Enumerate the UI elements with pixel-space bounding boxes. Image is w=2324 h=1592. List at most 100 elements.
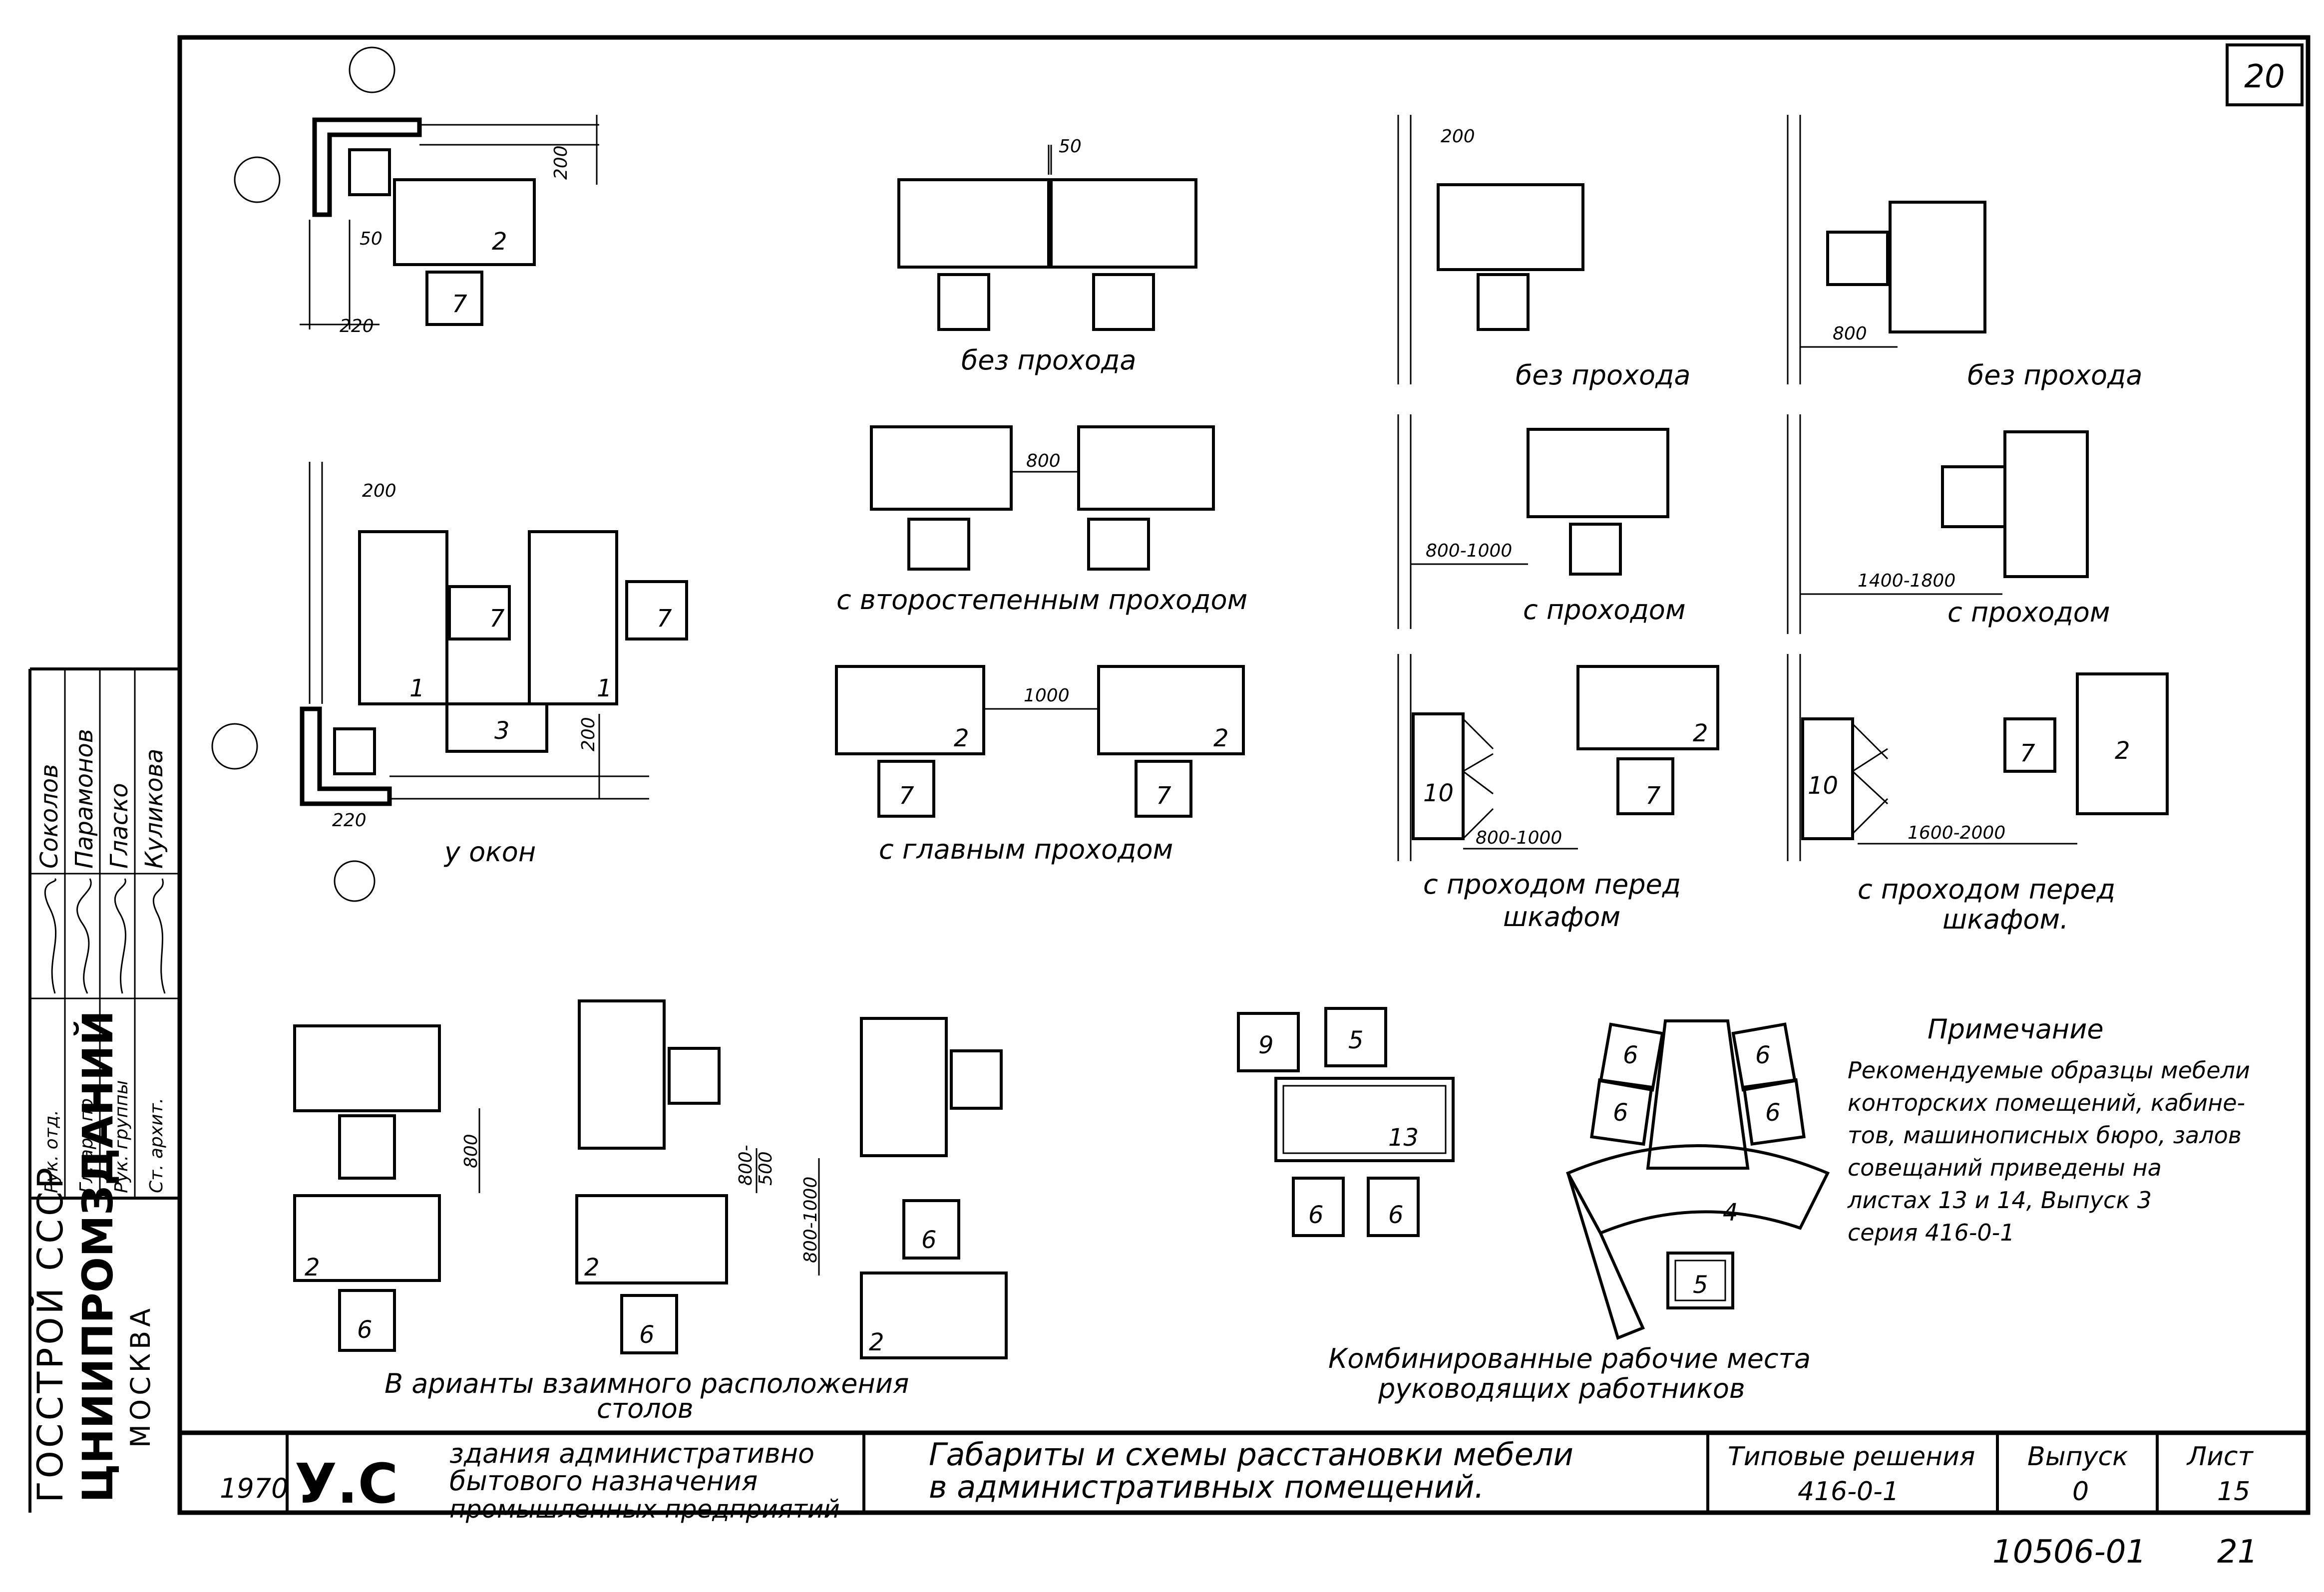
num-5-a: 5 (1348, 1026, 1364, 1054)
panel-combined: 9 5 13 6 6 6 6 6 6 4 5 Комбинированные р… (1237, 1007, 1830, 1404)
dim-800-b: 800 (1833, 323, 1867, 344)
dim-200-c: 200 (578, 717, 599, 751)
num-4: 4 (1723, 1199, 1738, 1227)
num-7-c: 7 (657, 605, 672, 633)
num-9: 9 (1258, 1031, 1274, 1059)
num-10-a: 10 (1423, 779, 1454, 807)
num-6-g: 6 (1613, 1099, 1628, 1127)
num-2-e: 2 (2115, 737, 2130, 765)
title-year: 1970 (220, 1473, 288, 1504)
caption-passage-cabinet-2-0: с проходом перед (1858, 874, 2115, 905)
num-6-h: 6 (1755, 1041, 1771, 1069)
num-7-a: 7 (452, 290, 467, 318)
note-block: Примечание Рекомендуемые образцы мебели … (1847, 1013, 2250, 1246)
dim-50-b: 50 (1059, 136, 1082, 157)
title-drawing-1: в административных помещений. (929, 1469, 1484, 1505)
panel-secondary-passage: 800 с второстепенным проходом (836, 425, 1247, 616)
stamp-name-0: Соколов (35, 764, 63, 869)
stamp-role-0: Рук. отд. (41, 1110, 62, 1193)
stamp-role-2: Рук. группы (111, 1080, 132, 1193)
caption-secondary-passage: с второстепенным проходом (836, 584, 1247, 616)
stamp-name-2: Гласко (105, 783, 133, 869)
num-5-b: 5 (1693, 1271, 1708, 1299)
dim-220-a: 220 (340, 316, 374, 336)
sheet-number-top: 20 (2244, 58, 2285, 95)
title-issue-label: Выпуск (2027, 1442, 2128, 1472)
stamp-role-3: Ст. архит. (146, 1098, 167, 1193)
panel-no-passage-1: 50 без прохода (897, 136, 1197, 376)
title-issue-value: 0 (2072, 1477, 2089, 1507)
num-1-b: 1 (597, 674, 612, 702)
dim-800-1000-a: 800-1000 (1426, 541, 1512, 561)
caption-combined-1: руководящих работников (1378, 1373, 1745, 1404)
page-number: 21 (2217, 1534, 2258, 1571)
doc-number: 10506-01 (1992, 1534, 2146, 1571)
caption-main-passage: с главным проходом (879, 834, 1173, 865)
num-10-b: 10 (1808, 772, 1838, 800)
num-6-b: 6 (639, 1321, 655, 1349)
dim-200-a: 200 (551, 145, 571, 180)
signatures (44, 878, 166, 994)
num-7-e: 7 (1156, 782, 1171, 810)
dim-50-a: 50 (360, 229, 383, 249)
note-line-5: серия 416-0-1 (1848, 1219, 2015, 1246)
dim-200-b: 200 (362, 481, 396, 501)
num-2-f: 2 (305, 1254, 320, 1281)
num-3-a: 3 (494, 717, 510, 745)
note-line-2: тов, машинописных бюро, залов (1848, 1122, 2242, 1149)
panel-no-passage-2: 200 без прохода (1397, 115, 1690, 391)
num-2-b: 2 (954, 724, 969, 752)
stamp-org-line1: ГОССТРОЙ СССР (30, 1165, 71, 1503)
caption-no-passage-1: без прохода (961, 344, 1136, 376)
num-2-c: 2 (1213, 724, 1229, 752)
stamp-name-1: Парамонов (70, 729, 98, 869)
title-building-type-0: здания административно (449, 1438, 814, 1469)
stamp-org-line3: МОСКВА (125, 1304, 156, 1448)
num-6-a: 6 (357, 1316, 373, 1344)
num-7-d: 7 (899, 782, 914, 810)
panel-table-variants: 800 2 6 800- 500 2 6 800-1000 6 2 В ариа… (293, 999, 1008, 1424)
caption-table-variants-1: столов (597, 1393, 694, 1424)
caption-passage-cabinet-1-0: с проходом перед (1423, 869, 1681, 900)
note-title: Примечание (1928, 1013, 2104, 1045)
dim-800-1000-c: 800-1000 (800, 1177, 821, 1263)
num-2-g: 2 (584, 1254, 600, 1281)
note-line-0: Рекомендуемые образцы мебели (1848, 1057, 2250, 1084)
title-drawing-0: Габариты и схемы расстановки мебели (929, 1436, 1573, 1473)
note-line-1: конторских помещений, кабине- (1848, 1089, 2245, 1116)
num-13: 13 (1388, 1124, 1419, 1152)
num-6-d: 6 (1308, 1201, 1324, 1229)
num-6-c: 6 (921, 1226, 937, 1254)
title-block: 1970 У.С здания административно бытового… (180, 1430, 2308, 1524)
dim-800-a: 800 (1026, 451, 1061, 471)
panel-main-passage: 1000 2 2 7 7 с главным проходом (835, 665, 1245, 865)
stamp-org-line2: ЦНИИПРОМЗДАНИЙ (73, 1010, 122, 1503)
caption-combined-0: Комбинированные рабочие места (1328, 1343, 1811, 1374)
title-building-type-2: промышленных предприятий (449, 1495, 840, 1524)
dim-1600-2000: 1600-2000 (1908, 823, 2005, 843)
caption-no-passage-3: без прохода (1967, 359, 2142, 391)
caption-with-passage-1: с проходом (1523, 594, 1686, 626)
note-line-4: листах 13 и 14, Выпуск 3 (1847, 1187, 2152, 1214)
title-sheet-label: Лист (2186, 1442, 2254, 1472)
caption-with-passage-2: с проходом (1947, 597, 2110, 628)
drawing-frame: 20 (177, 35, 2311, 1515)
num-2-a: 2 (492, 228, 507, 256)
title-solution-value: 416-0-1 (1798, 1477, 1899, 1507)
title-sheet-value: 15 (2217, 1477, 2250, 1507)
title-building-type-1: бытового назначения (449, 1465, 758, 1497)
caption-no-passage-2: без прохода (1516, 359, 1690, 391)
caption-passage-cabinet-1-1: шкафом (1503, 901, 1620, 933)
dim-1400-1800: 1400-1800 (1858, 571, 1955, 591)
title-solution-label: Типовые решения (1728, 1442, 1975, 1472)
num-6-f: 6 (1623, 1041, 1638, 1069)
panel-at-windows: 200 1 7 1 3 7 200 220 у окон (211, 462, 688, 902)
panel-corner-top: 200 220 50 2 7 (234, 46, 599, 336)
panel-passage-cabinet-2: 10 7 2 1600-2000 с проходом перед шкафом… (1787, 654, 2169, 935)
dim-220-b: 220 (332, 810, 367, 831)
dim-800-1000-b: 800-1000 (1476, 828, 1562, 848)
num-7-g: 7 (2020, 739, 2035, 767)
caption-at-windows: у окон (443, 836, 536, 868)
caption-passage-cabinet-2-1: шкафом. (1942, 904, 2068, 935)
